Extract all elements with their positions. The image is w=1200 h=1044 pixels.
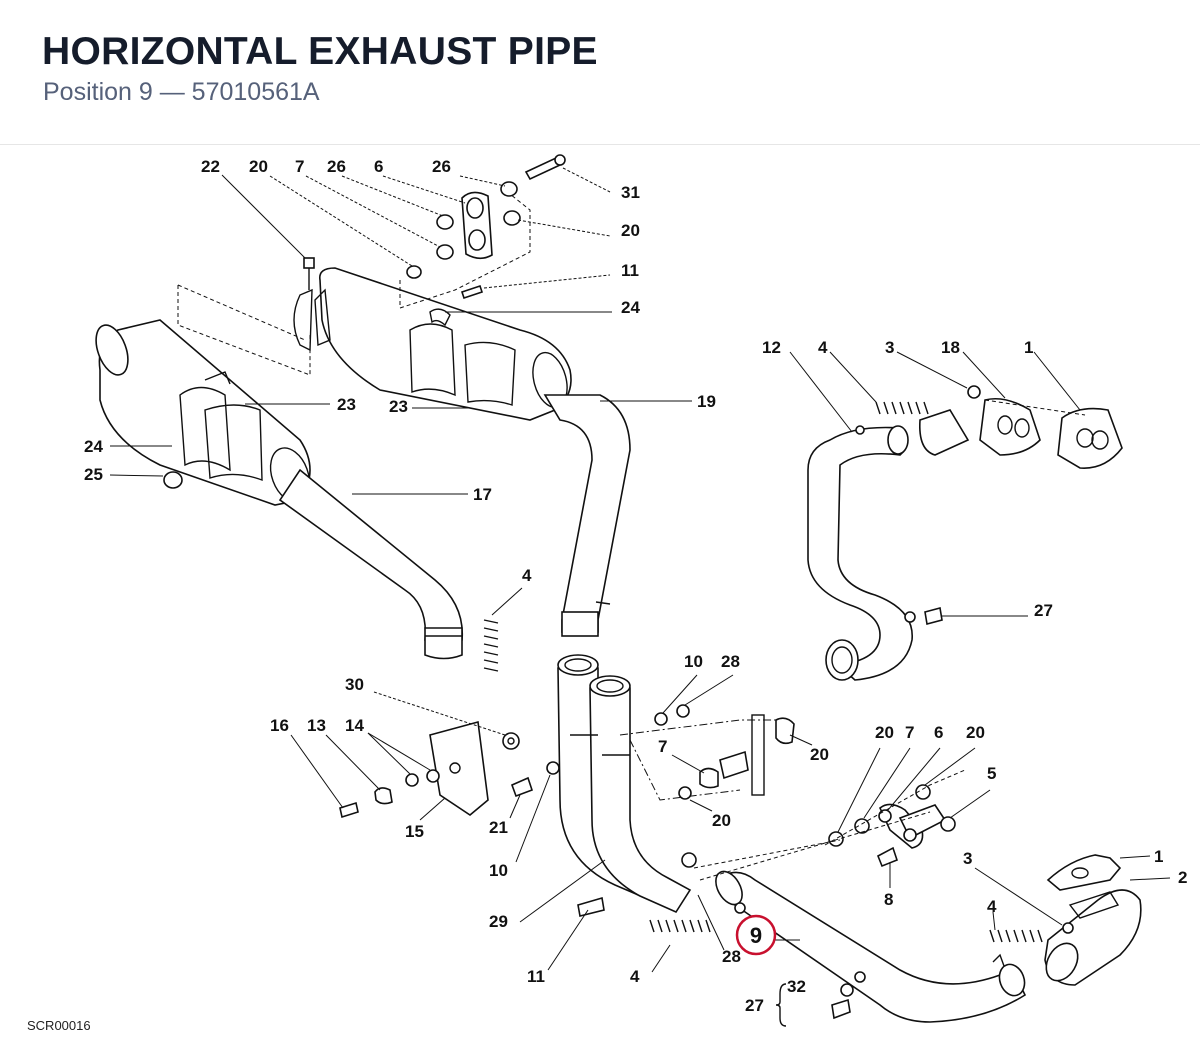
grommet-25 bbox=[163, 471, 183, 489]
label-32: 32 bbox=[787, 977, 806, 996]
vertical-pipe-12 bbox=[807, 425, 916, 681]
twin-downpipes-29 bbox=[557, 654, 692, 914]
label-27: 27 bbox=[1034, 601, 1053, 620]
bolt-21 bbox=[510, 776, 534, 798]
label-29: 29 bbox=[489, 912, 508, 931]
label-12: 12 bbox=[762, 338, 781, 357]
label-20: 20 bbox=[875, 723, 894, 742]
spring-4-upper bbox=[483, 619, 499, 672]
label-1: 1 bbox=[1024, 338, 1033, 357]
spring-4-lower-right bbox=[989, 929, 1043, 943]
label-20: 20 bbox=[249, 157, 268, 176]
gasket-1-lower bbox=[1046, 854, 1122, 891]
leader-lines bbox=[109, 167, 1171, 973]
label-5: 5 bbox=[987, 764, 996, 783]
frame-mount-hardware bbox=[678, 714, 795, 800]
screw-27-lower bbox=[831, 998, 851, 1020]
label-6: 6 bbox=[374, 157, 383, 176]
washer-10-upper bbox=[654, 712, 668, 726]
nut-3 bbox=[1062, 922, 1074, 934]
horizontal-exhaust-pipe-9 bbox=[715, 870, 1027, 1023]
label-16: 16 bbox=[270, 716, 289, 735]
label-30: 30 bbox=[345, 675, 364, 694]
highlight-circle bbox=[735, 914, 777, 956]
label-26: 26 bbox=[432, 157, 451, 176]
label-22: 22 bbox=[201, 157, 220, 176]
label-14: 14 bbox=[345, 716, 364, 735]
bracket-15 bbox=[339, 720, 489, 819]
label-21: 21 bbox=[489, 818, 508, 837]
header: HORIZONTAL EXHAUST PIPE Position 9 — 570… bbox=[0, 0, 1200, 145]
washer-32 bbox=[840, 983, 854, 997]
label-27: 27 bbox=[745, 996, 764, 1015]
flange-18 bbox=[918, 385, 1041, 456]
label-7: 7 bbox=[295, 157, 304, 176]
label-4: 4 bbox=[522, 566, 532, 585]
label-17: 17 bbox=[473, 485, 492, 504]
label-23: 23 bbox=[389, 397, 408, 416]
page-title: HORIZONTAL EXHAUST PIPE bbox=[42, 30, 598, 73]
highlight-label: 9 bbox=[750, 923, 762, 948]
page-subtitle: Position 9 — 57010561A bbox=[43, 78, 320, 106]
label-15: 15 bbox=[405, 822, 424, 841]
grommet-28-lower bbox=[681, 852, 697, 868]
highlight-callout-9[interactable]: 9 bbox=[735, 914, 777, 956]
upper-bracket-hardware bbox=[303, 154, 566, 327]
label-11: 11 bbox=[527, 967, 545, 986]
bolt-11 bbox=[577, 896, 605, 917]
label-11: 11 bbox=[621, 261, 639, 280]
spring-4-lower bbox=[649, 919, 711, 933]
label-10: 10 bbox=[684, 652, 703, 671]
label-20: 20 bbox=[621, 221, 640, 240]
label-2: 2 bbox=[1178, 868, 1187, 887]
lower-bracket-6 bbox=[828, 784, 956, 868]
grommet-28 bbox=[676, 704, 690, 718]
washer-30 bbox=[502, 732, 520, 750]
label-28: 28 bbox=[722, 947, 741, 966]
label-28: 28 bbox=[721, 652, 740, 671]
label-7: 7 bbox=[658, 737, 667, 756]
label-20: 20 bbox=[712, 811, 731, 830]
label-4: 4 bbox=[987, 897, 997, 916]
label-13: 13 bbox=[307, 716, 326, 735]
flange-2 bbox=[1044, 889, 1142, 986]
label-20: 20 bbox=[810, 745, 829, 764]
label-7: 7 bbox=[905, 723, 914, 742]
muffler-left bbox=[95, 319, 464, 660]
label-26: 26 bbox=[327, 157, 346, 176]
label-1: 1 bbox=[1154, 847, 1163, 866]
spring-4-right bbox=[875, 401, 929, 415]
label-10: 10 bbox=[489, 861, 508, 880]
muffler-right bbox=[293, 267, 631, 637]
gasket-1-upper bbox=[1057, 407, 1123, 469]
figure-code: SCR00016 bbox=[27, 1018, 91, 1033]
label-8: 8 bbox=[884, 890, 893, 909]
screw-27 bbox=[924, 607, 943, 625]
label-3: 3 bbox=[963, 849, 972, 868]
callout-labels: 22 20 7 26 6 26 31 20 11 24 23 23 19 24 … bbox=[84, 157, 1187, 1015]
label-24: 24 bbox=[621, 298, 640, 317]
label-20: 20 bbox=[966, 723, 985, 742]
washer-10 bbox=[546, 761, 560, 775]
label-31: 31 bbox=[621, 183, 640, 202]
label-18: 18 bbox=[941, 338, 960, 357]
label-4: 4 bbox=[630, 967, 640, 986]
label-24: 24 bbox=[84, 437, 103, 456]
label-6: 6 bbox=[934, 723, 943, 742]
label-19: 19 bbox=[697, 392, 716, 411]
label-25: 25 bbox=[84, 465, 103, 484]
label-4: 4 bbox=[818, 338, 828, 357]
label-23: 23 bbox=[337, 395, 356, 414]
label-3: 3 bbox=[885, 338, 894, 357]
